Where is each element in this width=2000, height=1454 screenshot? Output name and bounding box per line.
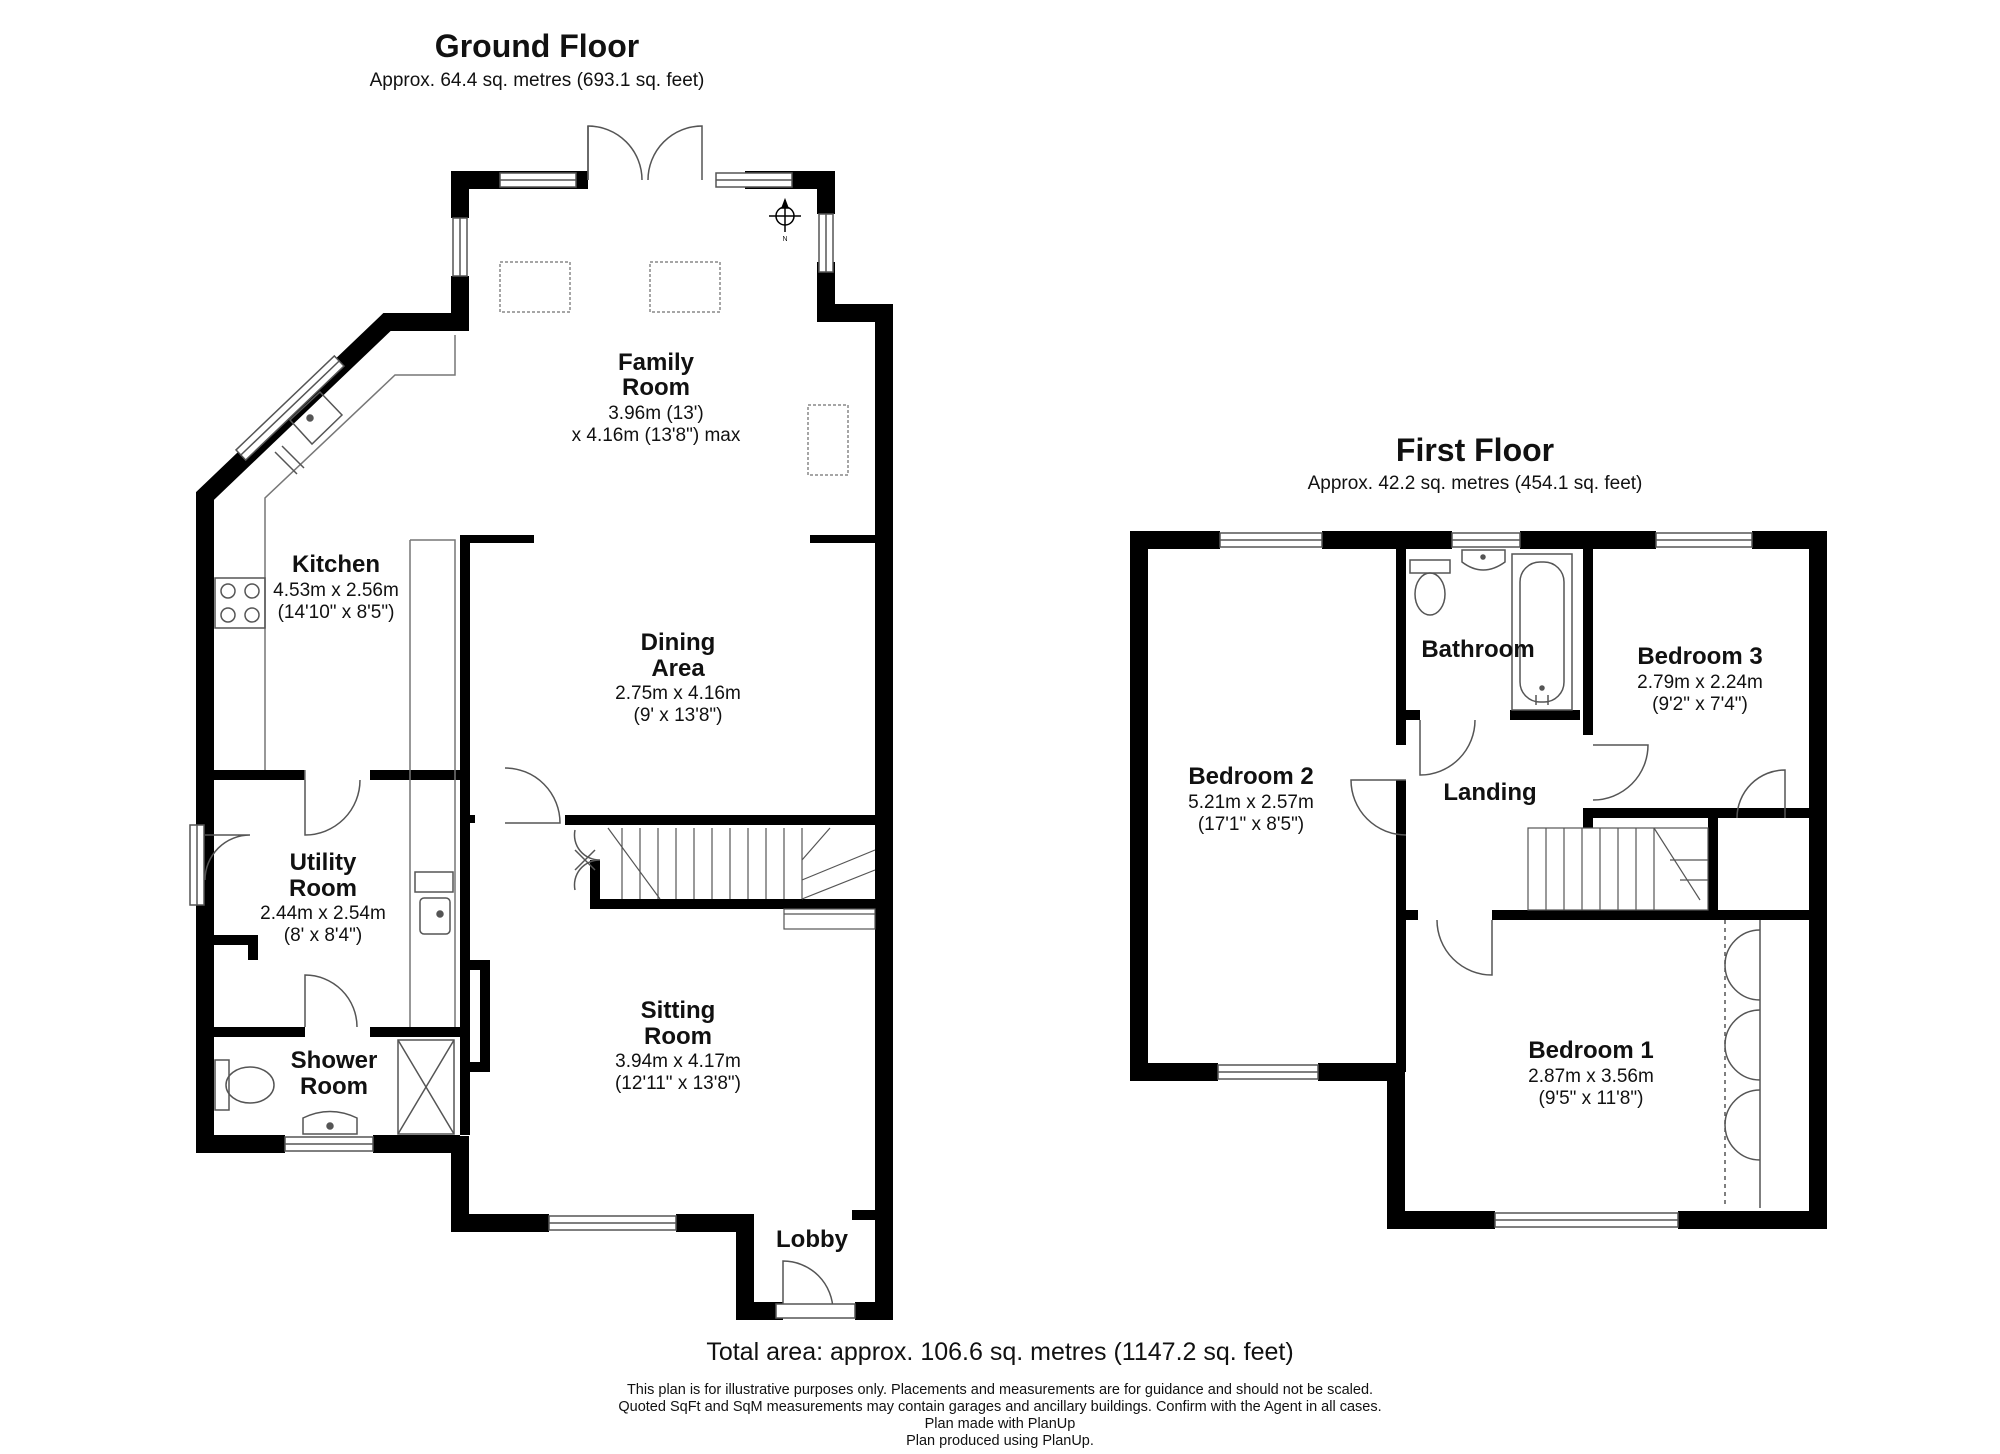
sitting-room-dims-1: 3.94m x 4.17m — [615, 1051, 741, 1072]
utility-sink-icon — [414, 871, 454, 935]
room-label-sitting-room: Sitting Room 3.94m x 4.17m (12'11" x 13'… — [615, 997, 741, 1094]
ground-floor-exterior-walls — [196, 171, 893, 1320]
sitting-room-name-2: Room — [644, 1023, 712, 1050]
room-label-bathroom: Bathroom — [1421, 636, 1534, 663]
dining-area-name-2: Area — [651, 655, 705, 682]
disclaimer-line-1: This plan is for illustrative purposes o… — [626, 1382, 1374, 1398]
toilet-icon — [214, 1059, 275, 1111]
room-label-utility-room: Utility Room 2.44m x 2.54m (8' x 8'4") — [260, 849, 386, 946]
shower-tray-icon — [397, 1039, 455, 1135]
ground-floor-doors — [204, 125, 856, 1319]
room-label-dining-area: Dining Area 2.75m x 4.16m (9' x 13'8") — [615, 629, 741, 726]
credit-line-2: Plan produced using PlanUp. — [906, 1433, 1094, 1449]
compass-icon — [769, 197, 801, 232]
bedroom-2-dims-1: 5.21m x 2.57m — [1188, 792, 1314, 813]
kitchen-dims-2: (14'10" x 8'5") — [278, 602, 395, 623]
ground-floor-plan: Ground Floor Approx. 64.4 sq. metres (69… — [189, 28, 893, 1320]
ground-floor-interior-walls — [205, 535, 884, 1223]
lobby-name: Lobby — [776, 1226, 849, 1253]
bedroom-3-dims-2: (9'2" x 7'4") — [1652, 694, 1748, 715]
first-floor-windows — [1217, 532, 1753, 1228]
room-label-bedroom-2: Bedroom 2 5.21m x 2.57m (17'1" x 8'5") — [1188, 763, 1314, 835]
bathroom-basin-icon — [1461, 549, 1506, 571]
first-floor-exterior-walls — [1130, 531, 1827, 1229]
credit-line-1: Plan made with PlanUp — [924, 1416, 1076, 1432]
ground-floor-title: Ground Floor — [435, 28, 639, 64]
bedroom-1-name: Bedroom 1 — [1528, 1037, 1653, 1064]
kitchen-sink-icon — [274, 390, 344, 475]
utility-room-name-2: Room — [289, 875, 357, 902]
compass-north-label: N — [782, 236, 787, 243]
shower-room-name-2: Room — [300, 1073, 368, 1100]
first-floor-title: First Floor — [1396, 432, 1554, 468]
bathroom-toilet-icon — [1409, 559, 1451, 616]
bedroom-1-dims-1: 2.87m x 3.56m — [1528, 1066, 1654, 1087]
hob-icon — [214, 577, 266, 629]
kitchen-dims-1: 4.53m x 2.56m — [273, 580, 399, 601]
shower-room-name-1: Shower — [291, 1047, 378, 1074]
first-floor-interior-walls — [1396, 540, 1818, 1072]
utility-room-dims-1: 2.44m x 2.54m — [260, 903, 386, 924]
utility-room-dims-2: (8' x 8'4") — [284, 925, 362, 946]
room-label-kitchen: Kitchen 4.53m x 2.56m (14'10" x 8'5") — [273, 551, 399, 623]
bedroom-1-dims-2: (9'5" x 11'8") — [1539, 1088, 1644, 1109]
first-floor-doors — [1350, 719, 1786, 1208]
bedroom-2-name: Bedroom 2 — [1188, 763, 1313, 790]
first-floor-area: Approx. 42.2 sq. metres (454.1 sq. feet) — [1308, 473, 1643, 494]
sitting-room-dims-2: (12'11" x 13'8") — [615, 1073, 741, 1094]
first-floor-stairs — [1527, 827, 1709, 911]
disclaimer-line-2: Quoted SqFt and SqM measurements may con… — [618, 1399, 1382, 1415]
kitchen-name: Kitchen — [292, 551, 380, 578]
room-label-bedroom-1: Bedroom 1 2.87m x 3.56m (9'5" x 11'8") — [1528, 1037, 1654, 1109]
bedroom-2-dims-2: (17'1" x 8'5") — [1198, 814, 1304, 835]
first-floor-plan: First Floor Approx. 42.2 sq. metres (454… — [1130, 432, 1827, 1229]
ground-floor-windows — [189, 172, 834, 1231]
bedroom-3-name: Bedroom 3 — [1637, 643, 1762, 670]
room-label-family-room: Family Room 3.96m (13') x 4.16m (13'8") … — [572, 349, 741, 446]
landing-name: Landing — [1443, 779, 1536, 806]
family-room-name-1: Family — [618, 349, 695, 376]
total-area: Total area: approx. 106.6 sq. metres (11… — [706, 1338, 1294, 1366]
ground-floor-area: Approx. 64.4 sq. metres (693.1 sq. feet) — [370, 70, 705, 91]
bedroom-3-dims-1: 2.79m x 2.24m — [1637, 672, 1763, 693]
room-label-lobby: Lobby — [776, 1226, 849, 1253]
utility-room-name-1: Utility — [290, 849, 357, 876]
dining-area-dims-1: 2.75m x 4.16m — [615, 683, 741, 704]
basin-icon — [302, 1110, 358, 1135]
bathroom-name: Bathroom — [1421, 636, 1534, 663]
sitting-room-name-1: Sitting — [641, 997, 716, 1024]
family-room-dims-1: 3.96m (13') — [608, 403, 704, 424]
skylights — [499, 261, 849, 476]
dining-area-name-1: Dining — [641, 629, 716, 656]
ground-floor-stairs — [607, 827, 876, 930]
dining-area-dims-2: (9' x 13'8") — [634, 705, 723, 726]
family-room-name-2: Room — [622, 374, 690, 401]
family-room-dims-2: x 4.16m (13'8") max — [572, 425, 741, 446]
room-label-bedroom-3: Bedroom 3 2.79m x 2.24m (9'2" x 7'4") — [1637, 643, 1763, 715]
bath-icon — [1511, 553, 1573, 711]
room-label-landing: Landing — [1443, 779, 1536, 806]
room-label-shower-room: Shower Room — [291, 1047, 378, 1100]
